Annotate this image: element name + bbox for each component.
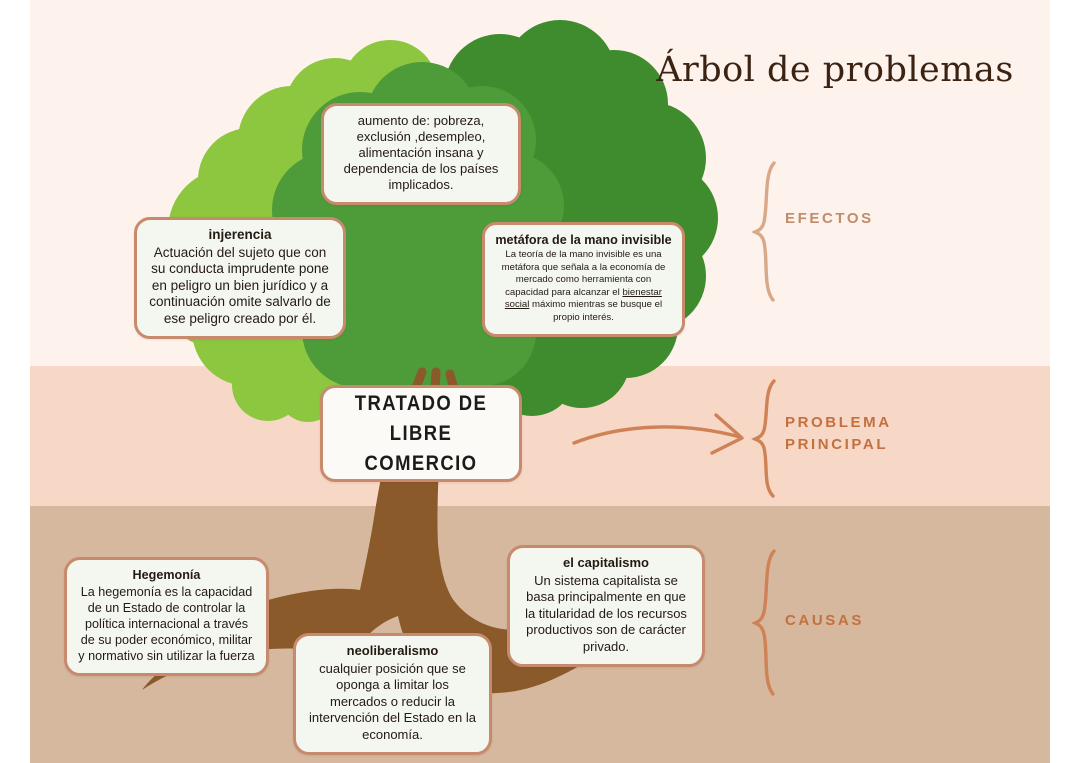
- section-label-effects: EFECTOS: [785, 210, 874, 227]
- background-band-problem: [30, 366, 1050, 506]
- note-neoliberalismo-body: cualquier posición que se oponga a limit…: [309, 660, 476, 742]
- note-injerencia-title: injerencia: [208, 227, 272, 242]
- note-injerencia-body: Actuación del sujeto que con su conducta…: [149, 244, 331, 326]
- diagram-canvas: Árbol de problemas aumento de: pobreza, …: [30, 0, 1050, 763]
- note-aumento-body: aumento de: pobreza, exclusión ,desemple…: [343, 113, 499, 192]
- note-box-aumento[interactable]: aumento de: pobreza, exclusión ,desemple…: [321, 103, 521, 205]
- note-metafora-text-after: máximo mientras se busque el propio inte…: [529, 299, 663, 323]
- note-metafora-body: La teoría de la mano invisible es una me…: [495, 249, 672, 325]
- note-box-metafora[interactable]: metáfora de la mano invisible La teoría …: [482, 222, 685, 337]
- note-hegemonia-title: Hegemonía: [132, 568, 201, 582]
- note-box-injerencia[interactable]: injerencia Actuación del sujeto que con …: [134, 217, 346, 339]
- section-label-causes: CAUSAS: [785, 612, 864, 629]
- note-metafora-text-before: La teoría de la mano invisible es una me…: [501, 249, 666, 298]
- note-box-hegemonia[interactable]: Hegemonía La hegemonía es la capacidad d…: [64, 557, 269, 676]
- main-problem-label: TRATADO DE LIBRE COMERCIO: [354, 391, 488, 475]
- note-box-main-problem[interactable]: TRATADO DE LIBRE COMERCIO: [320, 385, 522, 482]
- note-capitalismo-body: Un sistema capitalista se basa principal…: [525, 572, 687, 654]
- note-box-neoliberalismo[interactable]: neoliberalismo cualquier posición que se…: [293, 633, 492, 755]
- note-box-capitalismo[interactable]: el capitalismo Un sistema capitalista se…: [507, 545, 705, 667]
- note-metafora-title: metáfora de la mano invisible: [495, 233, 672, 247]
- page-title: Árbol de problemas: [656, 50, 1014, 90]
- note-metafora-link-bienestar-social[interactable]: bienestar social: [504, 286, 662, 311]
- note-hegemonia-body: La hegemonía es la capacidad de un Estad…: [78, 585, 255, 663]
- note-neoliberalismo-title: neoliberalismo: [346, 643, 439, 658]
- section-label-problem: PROBLEMA PRINCIPAL: [785, 414, 892, 453]
- note-capitalismo-title: el capitalismo: [563, 555, 649, 570]
